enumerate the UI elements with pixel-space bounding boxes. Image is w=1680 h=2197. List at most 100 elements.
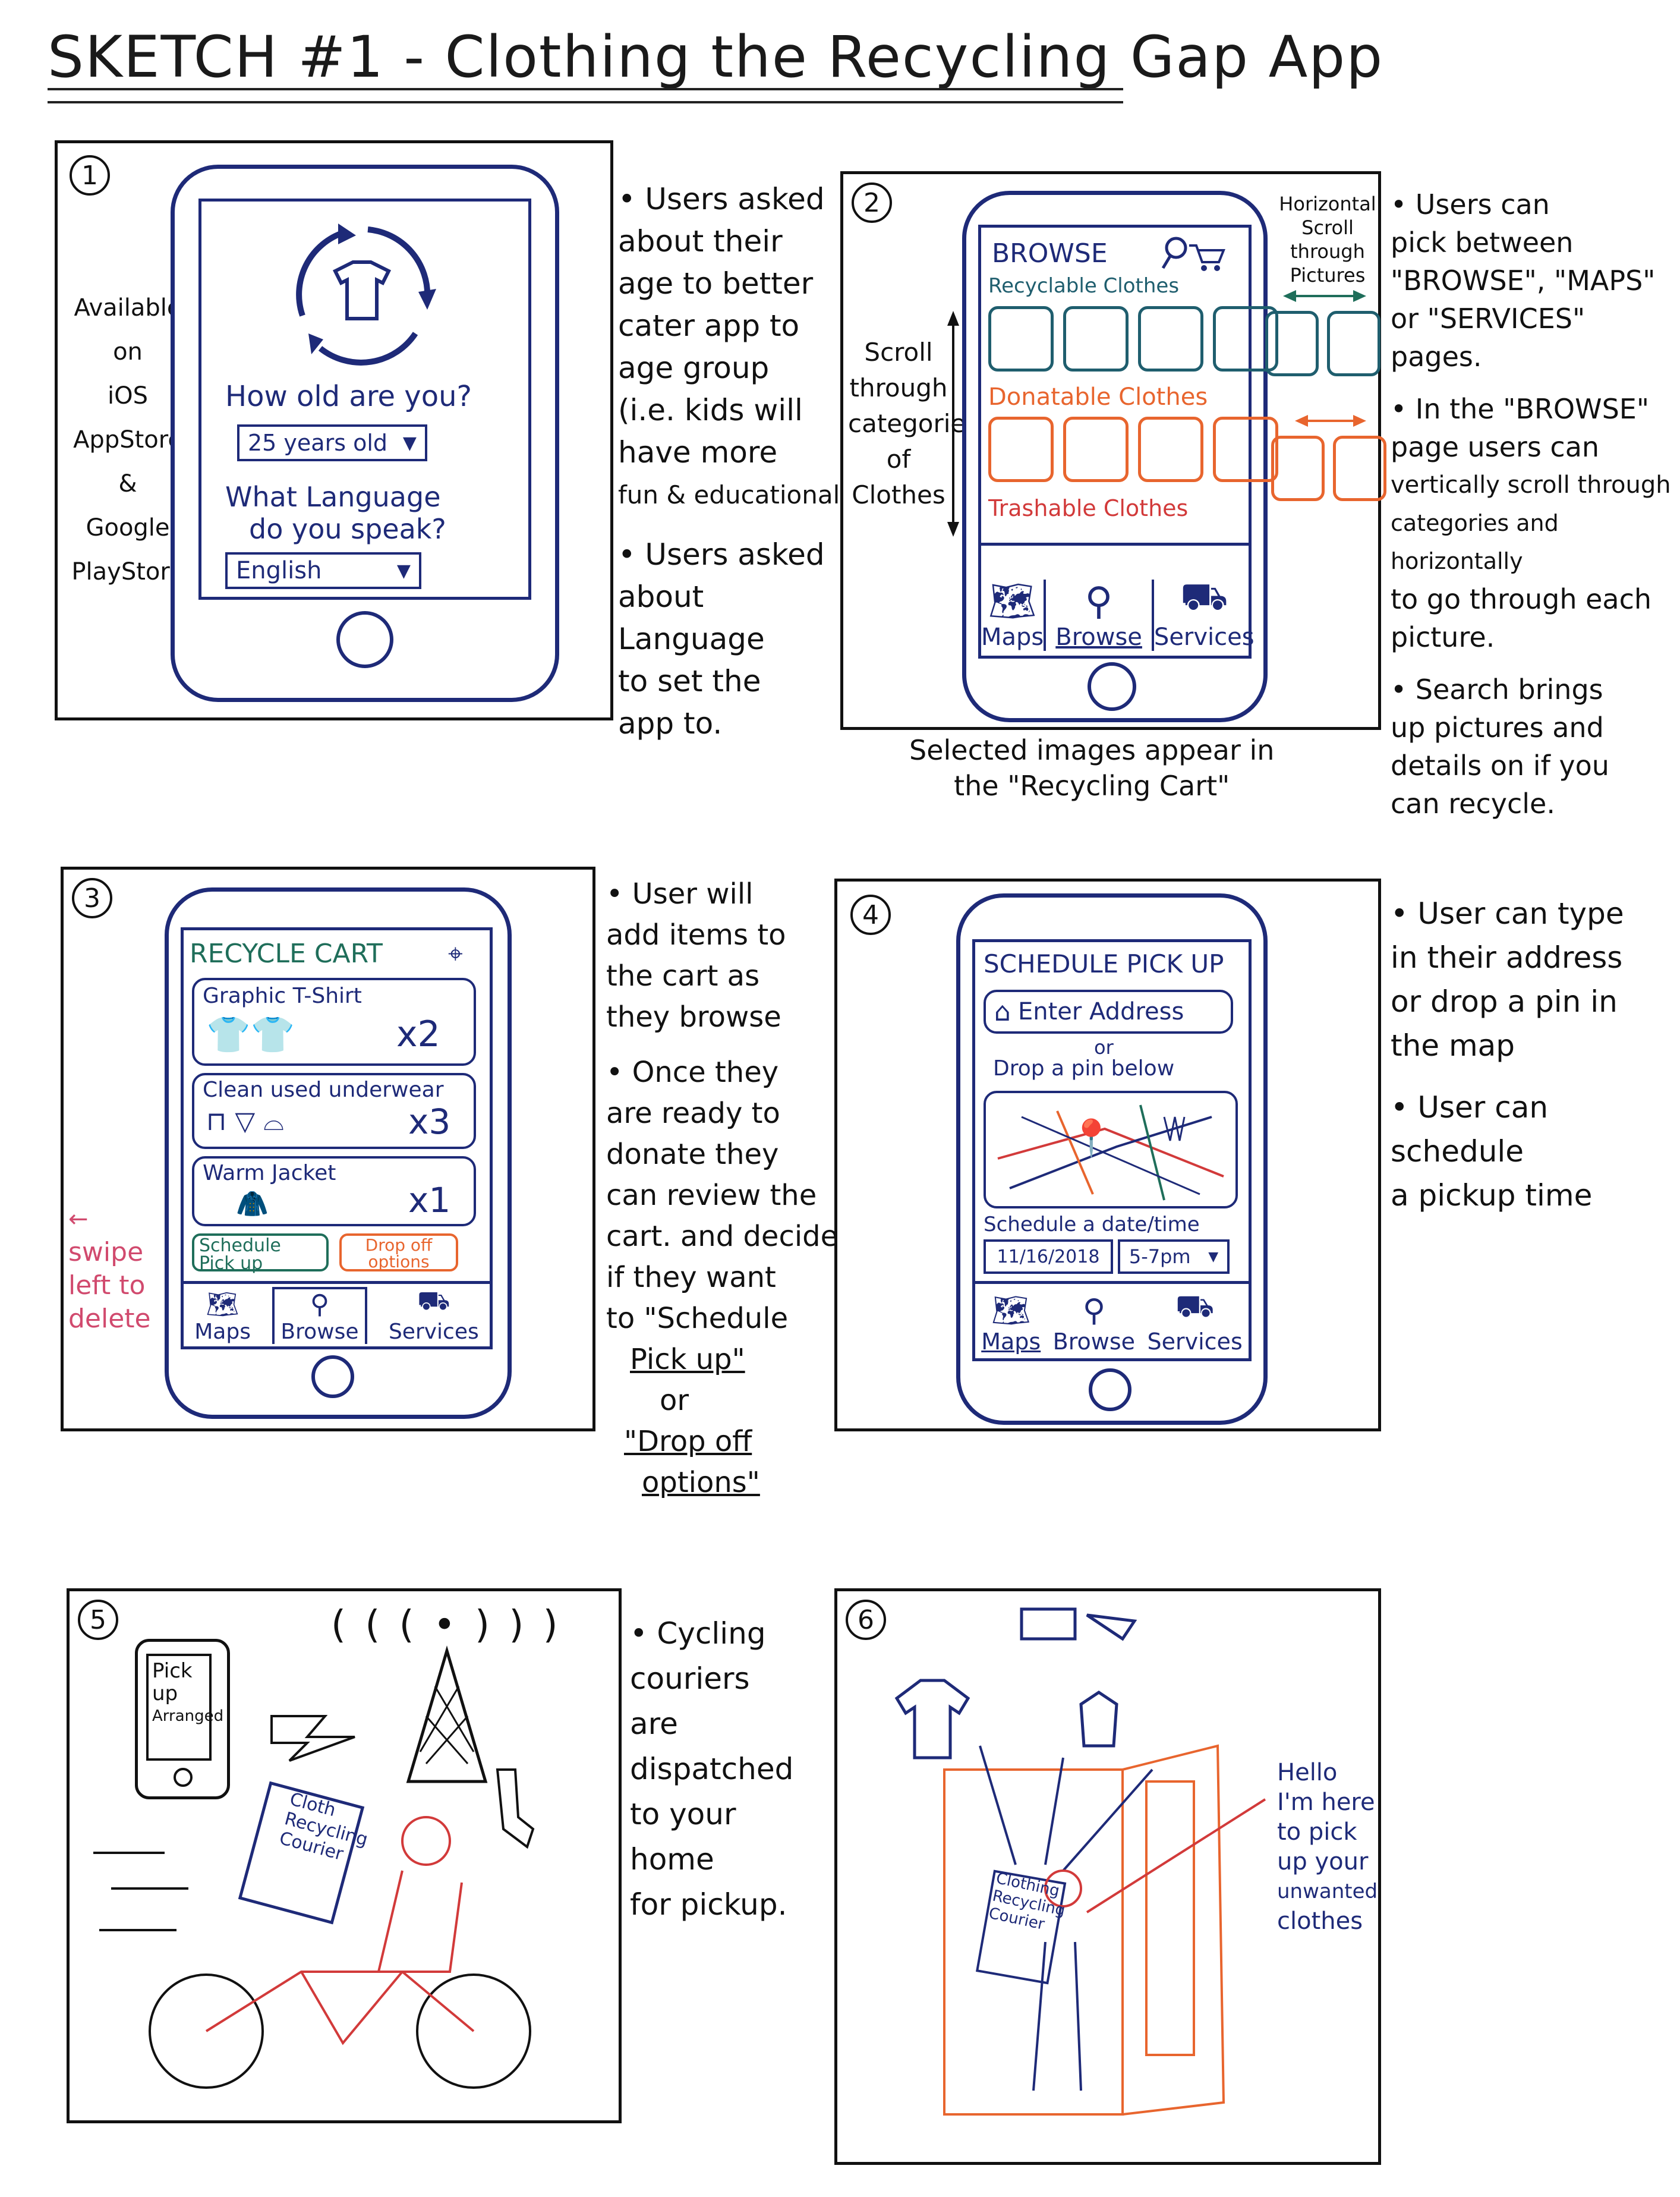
home-button[interactable] <box>336 611 393 668</box>
nav-services[interactable]: ⛟ Services <box>1153 575 1255 651</box>
search-icon: ⚲ <box>1085 580 1113 624</box>
drop-pin-label: Drop a pin below <box>993 1056 1175 1081</box>
category-recyclable: Recyclable Clothes <box>988 274 1180 298</box>
map-icon: 🗺 <box>991 1293 1031 1329</box>
nav-services[interactable]: ⛟ Services <box>1147 1289 1243 1355</box>
phone-sketch: Pick up Arranged <box>135 1639 230 1799</box>
notes-panel-3: • User will add items to the cart as the… <box>606 877 839 1499</box>
home-button <box>174 1768 193 1787</box>
recyclable-item-underwear[interactable] <box>1063 306 1129 372</box>
courier-speech: Hello I'm here to pick up your unwanted … <box>1277 1759 1378 1935</box>
cart-item-qty: x3 <box>408 1101 451 1142</box>
donatable-item-scarf[interactable] <box>1063 417 1129 482</box>
language-select-value: English <box>236 557 322 584</box>
cart-item[interactable]: Graphic T-Shirt 👕👕 x2 <box>192 978 476 1066</box>
map-pin-icon[interactable]: 📍 <box>1069 1118 1114 1159</box>
cart-item-name: Warm Jacket <box>203 1161 336 1185</box>
donatable-item-bra[interactable] <box>1138 417 1203 482</box>
panel-5: 5 Pick up Arranged ( ( ( • ) ) ) Cloth <box>67 1588 622 2123</box>
time-picker[interactable]: 5-7pm ▼ <box>1118 1239 1230 1274</box>
lightning-bolt-icon <box>270 1715 355 1762</box>
phone-screen: BROWSE Recyclable Clothes Donatable Clot… <box>978 225 1278 659</box>
filter-icon[interactable]: ⌖ <box>448 939 463 969</box>
donatable-item-sweater-2[interactable] <box>1271 436 1325 501</box>
title-underline <box>48 88 1123 90</box>
age-select[interactable]: 25 years old ▼ <box>237 424 427 461</box>
date-picker[interactable]: 11/16/2018 <box>984 1239 1113 1274</box>
cart-item-name: Clean used underwear <box>203 1078 444 1102</box>
recyclable-item-shirt[interactable] <box>1213 306 1278 372</box>
language-select[interactable]: English ▼ <box>225 552 421 589</box>
cart-header: RECYCLE CART <box>190 939 383 969</box>
bottom-nav: 🗺 Maps ⚲ Browse ⛟ Services <box>975 1281 1249 1358</box>
panel-4: 4 SCHEDULE PICK UP ⌂ Enter Address or Dr… <box>834 879 1381 1431</box>
category-donatable: Donatable Clothes <box>988 383 1208 411</box>
recycle-shirt-icon <box>296 224 436 366</box>
panel-number: 5 <box>78 1600 118 1640</box>
address-input[interactable]: ⌂ Enter Address <box>984 990 1233 1034</box>
donatable-item-jacket[interactable] <box>988 417 1054 482</box>
underwear-icon: ⊓ ▽ ⌓ <box>206 1106 284 1137</box>
nav-browse[interactable]: ⚲ Browse <box>272 1287 367 1344</box>
bottom-nav: 🗺 Maps ⚲ Browse ⛟ Services <box>981 543 1255 656</box>
notes-panel-1: • Users asked about their age to better … <box>618 182 850 741</box>
map-icon: 🗺 <box>988 580 1037 624</box>
recyclable-row-overflow[interactable] <box>1265 311 1380 376</box>
donatable-item-sweater[interactable] <box>1213 417 1278 482</box>
chevron-down-icon: ▼ <box>402 432 417 454</box>
recyclable-item-sock-2[interactable] <box>1327 311 1380 376</box>
recyclable-item-shirt-2[interactable] <box>1265 311 1319 376</box>
cart-item[interactable]: Warm Jacket 🧥 x1 <box>192 1156 476 1226</box>
cart-item[interactable]: Clean used underwear ⊓ ▽ ⌓ x3 <box>192 1073 476 1149</box>
home-button[interactable] <box>1089 1368 1131 1411</box>
donatable-row[interactable] <box>988 417 1278 486</box>
phone-frame: How old are you? 25 years old ▼ What Lan… <box>171 165 559 702</box>
nav-maps[interactable]: 🗺 Maps <box>981 580 1044 651</box>
horizontal-scroll-arrow-icon <box>1283 290 1366 302</box>
availability-note: Available on iOS AppStore & Google PlayS… <box>71 294 184 586</box>
search-cart-icon[interactable] <box>1159 234 1231 275</box>
search-icon: ⚲ <box>310 1289 330 1320</box>
chevron-down-icon: ▼ <box>1208 1249 1219 1264</box>
phone-screen: How old are you? 25 years old ▼ What Lan… <box>198 199 531 600</box>
home-icon: ⌂ <box>994 996 1011 1027</box>
truck-icon: ⛟ <box>417 1286 450 1316</box>
schedule-pickup-button[interactable]: Schedule Pick up <box>192 1233 329 1273</box>
vertical-scroll-arrow-icon <box>947 311 959 537</box>
phone-screen: SCHEDULE PICK UP ⌂ Enter Address or Drop… <box>972 939 1252 1361</box>
browse-header: BROWSE <box>992 238 1108 269</box>
panel-number: 3 <box>72 878 112 918</box>
home-button[interactable] <box>311 1355 354 1398</box>
door-courier-illustration <box>943 1744 1266 2116</box>
nav-maps[interactable]: 🗺 Maps <box>194 1289 251 1344</box>
nav-maps[interactable]: 🗺 Maps <box>981 1293 1041 1355</box>
nav-services[interactable]: ⛟ Services <box>388 1286 479 1344</box>
panel-number: 1 <box>70 155 110 196</box>
notes-panel-2: • Users can pick between "BROWSE", "MAPS… <box>1391 188 1671 820</box>
page-title: SKETCH #1 - Clothing the Recycling Gap A… <box>48 24 1384 90</box>
donatable-row-overflow[interactable] <box>1271 436 1386 501</box>
phone-frame: RECYCLE CART ⌖ Graphic T-Shirt 👕👕 x2 Cle… <box>165 887 512 1419</box>
nav-browse[interactable]: ⚲ Browse <box>1044 580 1154 651</box>
panel-number: 2 <box>852 182 892 223</box>
cart-item-qty: x1 <box>408 1180 451 1220</box>
horizontal-scroll-arrow-icon <box>1295 415 1366 427</box>
donatable-item-coat-2[interactable] <box>1333 436 1386 501</box>
dropoff-options-button[interactable]: Drop off options <box>339 1233 458 1271</box>
map-roads <box>997 1104 1224 1201</box>
selected-images-note: Selected images appear in the "Recycling… <box>909 734 1275 802</box>
panel-3: 3 ← swipe left to delete RECYCLE CART ⌖ … <box>61 867 595 1431</box>
panel-6: 6 Clothing Recycling Courier Hel <box>834 1588 1381 2165</box>
recyclable-item-pants[interactable] <box>1138 306 1203 372</box>
panel-1: 1 Available on iOS AppStore & Google Pla… <box>55 140 613 720</box>
nav-browse[interactable]: ⚲ Browse <box>1052 1293 1136 1355</box>
home-button[interactable] <box>1088 662 1136 711</box>
age-question: How old are you? <box>225 380 472 413</box>
recyclable-row[interactable] <box>988 306 1278 375</box>
recyclable-item-socks[interactable] <box>988 306 1054 372</box>
tshirt-icon: 👕👕 <box>206 1014 295 1056</box>
map-view[interactable]: 📍 <box>984 1091 1238 1208</box>
category-trashable: Trashable Clothes <box>988 495 1189 521</box>
cell-tower-icon <box>406 1645 488 1783</box>
cart-item-name: Graphic T-Shirt <box>203 984 362 1008</box>
